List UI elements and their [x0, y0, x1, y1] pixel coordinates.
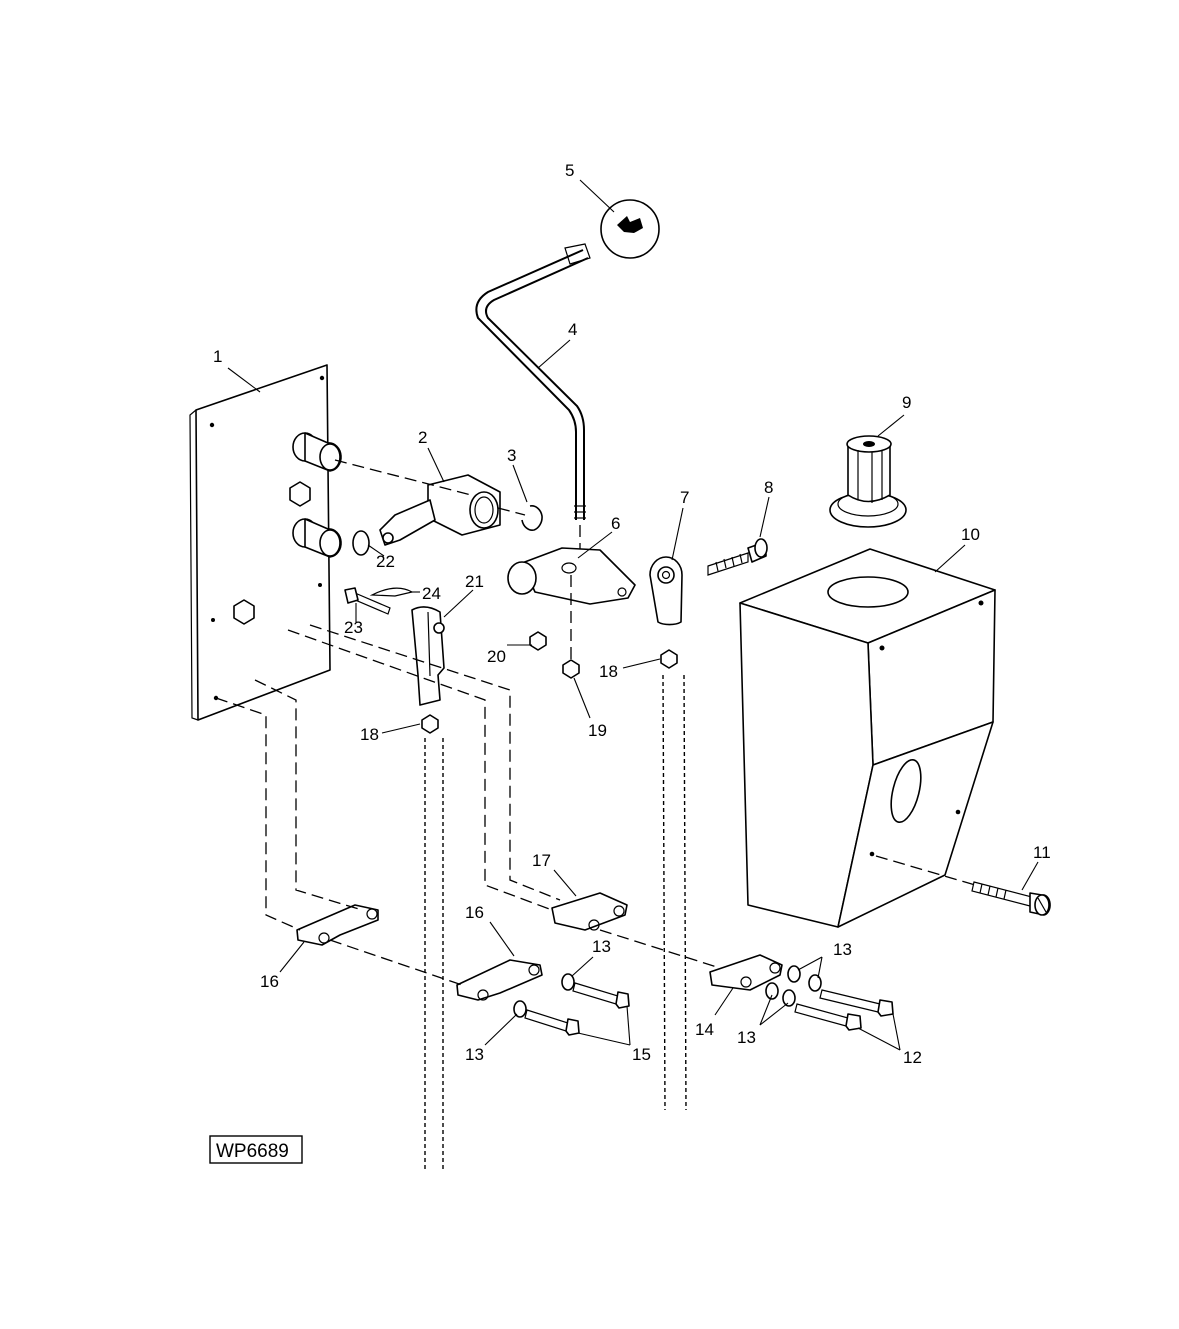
snap-ring-22 [352, 530, 370, 556]
callout-17: 17 [532, 851, 551, 870]
callout-16a: 16 [260, 972, 279, 991]
cap-screws-15 [524, 982, 630, 1036]
callout-1: 1 [213, 347, 222, 366]
callout-3: 3 [507, 446, 516, 465]
lever-arm [507, 547, 636, 665]
callout-6: 6 [611, 514, 620, 533]
cable-clamp-14 [709, 954, 783, 991]
callout-18b: 18 [599, 662, 618, 681]
callout-10: 10 [961, 525, 980, 544]
callout-20: 20 [487, 647, 506, 666]
assembly-lines [215, 624, 721, 986]
callout-labels: 1 2 3 4 5 6 7 8 9 10 11 12 13 13 13 13 1… [213, 161, 1051, 1067]
cap-screws-12 [794, 989, 894, 1031]
callout-13b: 13 [737, 1028, 756, 1047]
rod-end [649, 556, 683, 626]
callout-8: 8 [764, 478, 773, 497]
callout-13d: 13 [465, 1045, 484, 1064]
mounting-plate [189, 364, 342, 721]
callout-13a: 13 [833, 940, 852, 959]
cable-clamp-17 [551, 892, 628, 931]
callout-23: 23 [344, 618, 363, 637]
snap-ring [497, 505, 543, 531]
callout-2: 2 [418, 428, 427, 447]
callout-24: 24 [422, 584, 441, 603]
fuel-cap [829, 435, 907, 528]
callout-15: 15 [632, 1045, 651, 1064]
figure-id: WP6689 [216, 1141, 289, 1162]
pin-23 [344, 587, 391, 615]
clevis [411, 606, 445, 706]
washers-13 [513, 965, 822, 1018]
lever-knob [600, 199, 660, 259]
cable-clamp-16b [456, 959, 543, 1001]
leader-lines [227, 179, 1039, 1051]
cable-clamp-16a [296, 904, 379, 946]
callout-9: 9 [902, 393, 911, 412]
callout-13c: 13 [592, 937, 611, 956]
callout-18a: 18 [360, 725, 379, 744]
callout-22: 22 [376, 552, 395, 571]
cotter-pin-24 [369, 587, 414, 597]
callout-16b: 16 [465, 903, 484, 922]
callout-19: 19 [588, 721, 607, 740]
callout-5: 5 [565, 161, 574, 180]
callout-7: 7 [680, 488, 689, 507]
callout-4: 4 [568, 320, 577, 339]
callout-14: 14 [695, 1020, 714, 1039]
nuts [421, 631, 678, 734]
cap-screw-8 [707, 538, 768, 576]
fuel-tank [739, 548, 996, 928]
cables [424, 674, 687, 1170]
pivot-bracket [334, 459, 501, 546]
callout-11: 11 [1033, 843, 1051, 862]
cap-screw-11 [971, 881, 1051, 916]
callout-21: 21 [465, 572, 484, 591]
callout-12: 12 [903, 1048, 922, 1067]
figure-id-tag: WP6689 [209, 1135, 303, 1164]
